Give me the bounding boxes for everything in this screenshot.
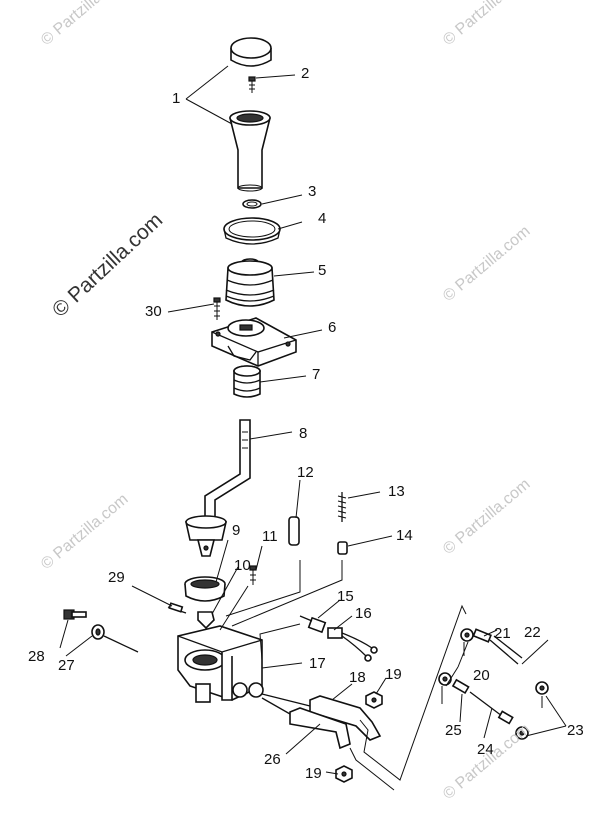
callout-26: 26	[264, 751, 281, 768]
bolt	[213, 297, 221, 320]
callout-15: 15	[337, 588, 354, 605]
washer	[242, 199, 262, 209]
callout-22: 22	[524, 624, 541, 641]
nut	[335, 765, 353, 783]
bushing	[233, 365, 261, 398]
callout-6: 6	[328, 319, 337, 336]
callout-30: 30	[145, 303, 162, 320]
screw	[248, 76, 256, 93]
callout-5: 5	[318, 262, 327, 279]
callout-18: 18	[349, 669, 366, 686]
link-rod	[261, 697, 351, 750]
callout-25: 25	[445, 722, 462, 739]
pivot-collar	[184, 576, 226, 602]
callout-12: 12	[297, 464, 314, 481]
retaining-clip	[197, 611, 215, 630]
callout-19: 19	[305, 765, 322, 782]
shift-lever	[185, 419, 251, 557]
callout-16: 16	[355, 605, 372, 622]
callout-17: 17	[309, 655, 326, 672]
shift-boot	[225, 258, 275, 307]
callout-4: 4	[318, 210, 327, 227]
callout-1: 1	[172, 90, 181, 107]
washer	[91, 624, 105, 640]
bolt	[63, 609, 87, 620]
screw	[249, 565, 257, 585]
callout-10: 10	[234, 557, 251, 574]
callout-13: 13	[388, 483, 405, 500]
callout-21: 21	[494, 625, 511, 642]
callout-14: 14	[396, 527, 413, 544]
callout-27: 27	[58, 657, 75, 674]
spring	[337, 492, 347, 522]
shift-knob-cap	[230, 37, 272, 67]
callout-23: 23	[567, 722, 584, 739]
callout-8: 8	[299, 425, 308, 442]
pin	[288, 516, 300, 546]
callout-3: 3	[308, 183, 317, 200]
callout-11: 11	[262, 528, 278, 545]
shifter-housing	[177, 625, 264, 703]
callout-20: 20	[473, 667, 490, 684]
callout-19: 19	[385, 666, 402, 683]
callout-24: 24	[477, 741, 494, 758]
callout-29: 29	[108, 569, 125, 586]
callout-28: 28	[28, 648, 45, 665]
roll-pin	[167, 602, 187, 614]
callout-9: 9	[232, 522, 241, 539]
nut	[365, 691, 383, 709]
neutral-switch	[299, 615, 378, 662]
shift-handle	[229, 110, 271, 192]
callout-2: 2	[301, 65, 310, 82]
callout-7: 7	[312, 366, 321, 383]
o-ring	[223, 217, 281, 245]
tie-rod-assembly-upper	[460, 628, 549, 695]
detent-ball	[337, 541, 348, 555]
shifter-mount-plate	[211, 317, 297, 367]
